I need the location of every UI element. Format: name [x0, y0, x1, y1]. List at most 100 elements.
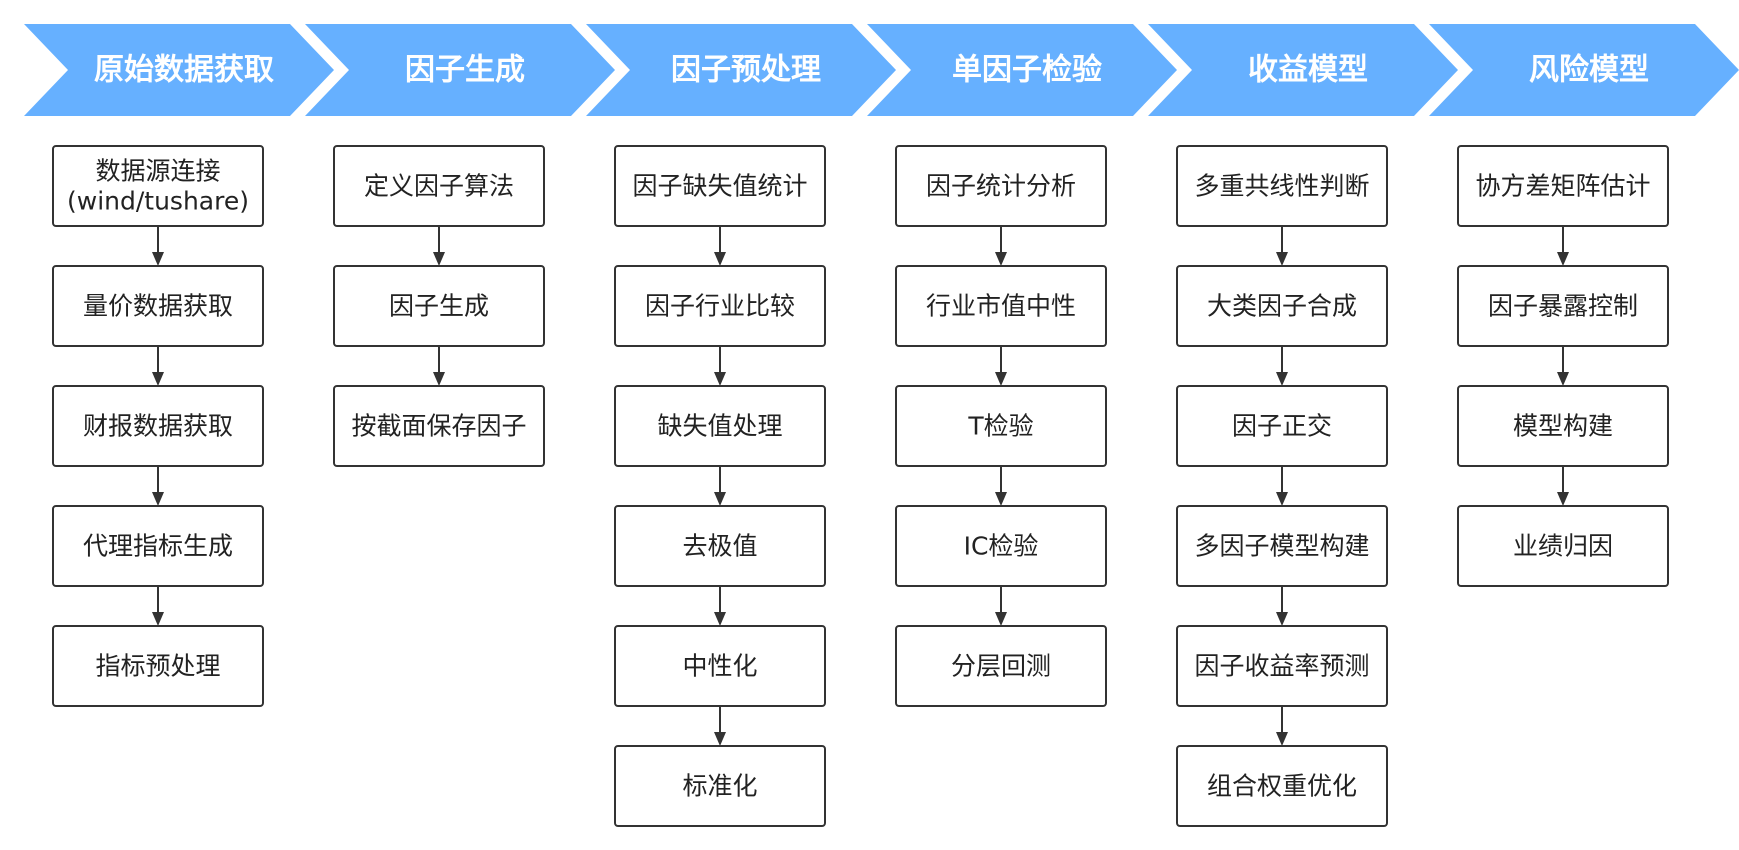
arrow-head-icon	[995, 252, 1007, 266]
step-label: 分层回测	[951, 652, 1051, 681]
flow-arrow	[714, 346, 726, 386]
flow-arrow	[995, 586, 1007, 626]
step-box: 因子行业比较	[614, 265, 826, 347]
step-label: 组合权重优化	[1207, 772, 1357, 801]
step-box-border	[1176, 505, 1388, 587]
stage-header-6: 风险模型	[1429, 24, 1739, 116]
arrow-head-icon	[152, 492, 164, 506]
step-box-border	[895, 625, 1107, 707]
flow-arrow	[995, 226, 1007, 266]
step-box: 指标预处理	[52, 625, 264, 707]
stage-header-5: 收益模型	[1148, 24, 1458, 116]
step-box: 标准化	[614, 745, 826, 827]
step-box-border	[614, 385, 826, 467]
flow-arrow	[433, 226, 445, 266]
step-box: 量价数据获取	[52, 265, 264, 347]
stage-chevron	[586, 24, 896, 116]
arrow-head-icon	[1276, 612, 1288, 626]
arrow-head-icon	[433, 372, 445, 386]
stage-header-4: 单因子检验	[867, 24, 1177, 116]
stage-chevron	[305, 24, 615, 116]
flow-arrow	[714, 586, 726, 626]
flow-arrow	[152, 466, 164, 506]
step-label: 代理指标生成	[83, 532, 233, 561]
flow-arrow	[433, 346, 445, 386]
step-box: 协方差矩阵估计	[1457, 145, 1669, 227]
step-box: 分层回测	[895, 625, 1107, 707]
stage-header-3: 因子预处理	[586, 24, 896, 116]
stage-title: 单因子检验	[952, 53, 1102, 88]
arrow-head-icon	[714, 492, 726, 506]
step-box-border	[1176, 625, 1388, 707]
step-box: 因子生成	[333, 265, 545, 347]
step-box-border	[614, 505, 826, 587]
step-label: 缺失值处理	[657, 412, 782, 441]
step-label: 按截面保存因子	[351, 412, 526, 441]
step-box: 去极值	[614, 505, 826, 587]
step-box-border	[1176, 745, 1388, 827]
step-box-border	[52, 505, 264, 587]
step-box: 中性化	[614, 625, 826, 707]
flow-arrow	[1557, 226, 1569, 266]
flow-arrow	[152, 226, 164, 266]
step-box-border	[1176, 385, 1388, 467]
arrow-head-icon	[714, 732, 726, 746]
step-box: 多因子模型构建	[1176, 505, 1388, 587]
flow-arrow	[995, 346, 1007, 386]
step-box: 因子缺失值统计	[614, 145, 826, 227]
stage-chevron	[24, 24, 334, 116]
flow-arrow	[995, 466, 1007, 506]
arrow-head-icon	[714, 612, 726, 626]
step-label: 协方差矩阵估计	[1475, 172, 1650, 201]
stage-header-1: 原始数据获取	[24, 24, 334, 116]
step-box: 数据源连接(wind/tushare)	[52, 145, 264, 227]
step-label: 因子正交	[1232, 412, 1332, 441]
step-box-border	[52, 625, 264, 707]
step-box: 多重共线性判断	[1176, 145, 1388, 227]
step-label: 因子统计分析	[926, 172, 1076, 201]
stage-title: 原始数据获取	[94, 53, 274, 88]
stage-header-row: 原始数据获取 因子生成 因子预处理 单因子检验 收益模型风险模型	[24, 24, 1739, 116]
step-box-border	[614, 265, 826, 347]
step-box: 按截面保存因子	[333, 385, 545, 467]
step-box: 行业市值中性	[895, 265, 1107, 347]
step-label: 业绩归因	[1513, 532, 1613, 561]
step-box-border	[52, 385, 264, 467]
step-label: 因子生成	[389, 292, 489, 321]
flow-arrow	[1276, 346, 1288, 386]
stage-chevron	[867, 24, 1177, 116]
stage-header-2: 因子生成	[305, 24, 615, 116]
step-box: 代理指标生成	[52, 505, 264, 587]
step-label: T检验	[967, 412, 1033, 441]
flow-arrow	[1557, 346, 1569, 386]
step-box-border	[614, 625, 826, 707]
step-box: 因子正交	[1176, 385, 1388, 467]
step-box: 财报数据获取	[52, 385, 264, 467]
arrow-head-icon	[995, 492, 1007, 506]
step-label: 标准化	[682, 772, 757, 801]
step-label: (wind/tushare)	[67, 187, 249, 216]
step-box: 因子暴露控制	[1457, 265, 1669, 347]
flow-arrow	[152, 346, 164, 386]
step-box: 因子统计分析	[895, 145, 1107, 227]
stage-title: 因子预处理	[671, 53, 821, 88]
step-label: 大类因子合成	[1207, 292, 1357, 321]
step-box: 模型构建	[1457, 385, 1669, 467]
arrow-head-icon	[152, 372, 164, 386]
stage-title: 因子生成	[405, 53, 525, 88]
step-box-border	[52, 265, 264, 347]
step-box-border	[1176, 145, 1388, 227]
step-box-border	[614, 745, 826, 827]
step-box-border	[895, 265, 1107, 347]
step-box: 组合权重优化	[1176, 745, 1388, 827]
arrow-head-icon	[433, 252, 445, 266]
step-label: 模型构建	[1513, 412, 1613, 441]
step-label: 多因子模型构建	[1194, 532, 1369, 561]
arrow-head-icon	[714, 252, 726, 266]
step-box-border	[1457, 505, 1669, 587]
step-box-border	[52, 145, 264, 227]
step-label: 因子缺失值统计	[632, 172, 807, 201]
step-box-border	[1457, 385, 1669, 467]
arrow-head-icon	[1557, 372, 1569, 386]
arrow-head-icon	[1276, 492, 1288, 506]
